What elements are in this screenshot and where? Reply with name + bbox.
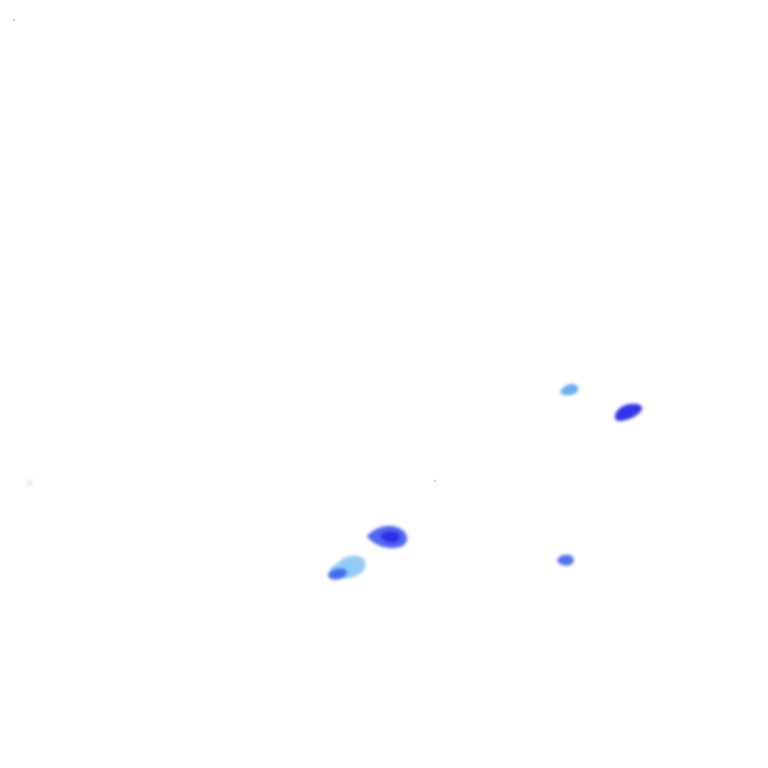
blob-small-light-top	[560, 383, 579, 396]
speck-center	[433, 479, 437, 483]
blob-light-lower-left	[327, 555, 366, 580]
speck-top-left	[12, 18, 16, 22]
speck-left	[27, 480, 33, 486]
blob-deep-right	[614, 403, 643, 421]
blob-small-lower-right	[557, 554, 574, 566]
blob-large-center	[367, 525, 408, 549]
